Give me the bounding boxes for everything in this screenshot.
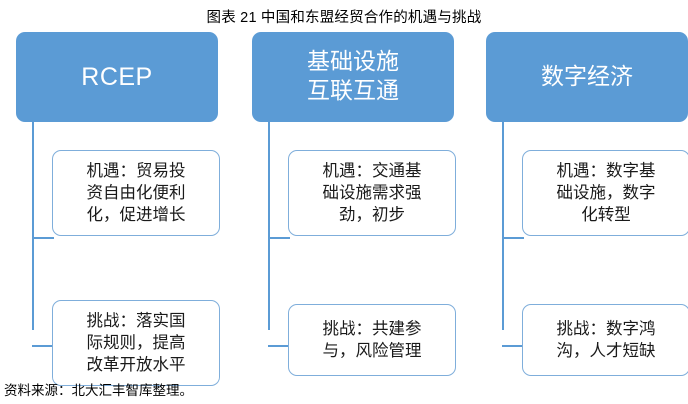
item-box-text: 挑战：数字鸿 沟，人才短缺 xyxy=(556,319,656,360)
diagram-column-infrastructure-connectivity: 基础设施 互联互通 机遇：交通基 础设施需求强 劲，初步 挑战：共建参 与，风险… xyxy=(244,32,464,376)
diagram-column-rcep: RCEP 机遇：贸易投 资自由化便利 化，促进增长 挑战：落实国 际规则，提高 … xyxy=(8,32,228,386)
connector-branch-challenge xyxy=(502,345,524,347)
column-header-rcep[interactable]: RCEP xyxy=(16,32,218,122)
connector-branch-opportunity xyxy=(502,237,524,239)
column-header-infrastructure-connectivity[interactable]: 基础设施 互联互通 xyxy=(252,32,454,122)
diagram-column-digital-economy: 数字经济 机遇：数字基 础设施，数字 化转型 挑战：数字鸿 沟，人才短缺 xyxy=(478,32,688,376)
column-header-label: 基础设施 互联互通 xyxy=(307,49,399,103)
item-box-text: 挑战：共建参 与，风险管理 xyxy=(322,319,422,360)
connector-branch-challenge xyxy=(32,345,54,347)
figure-title: 图表 21 中国和东盟经贸合作的机遇与挑战 xyxy=(206,10,482,26)
org-chart-diagram: RCEP 机遇：贸易投 资自由化便利 化，促进增长 挑战：落实国 际规则，提高 … xyxy=(0,32,688,386)
column-header-label: 数字经济 xyxy=(541,63,633,89)
connector-trunk xyxy=(32,122,34,330)
column-header-digital-economy[interactable]: 数字经济 xyxy=(486,32,688,122)
item-box-challenge[interactable]: 挑战：落实国 际规则，提高 改革开放水平 xyxy=(52,300,220,386)
item-box-opportunity[interactable]: 机遇：数字基 础设施，数字 化转型 xyxy=(522,150,688,236)
item-box-challenge[interactable]: 挑战：共建参 与，风险管理 xyxy=(288,304,456,376)
source-note: 资料来源：北大汇丰智库整理。 xyxy=(4,383,193,398)
item-box-opportunity[interactable]: 机遇：贸易投 资自由化便利 化，促进增长 xyxy=(52,150,220,236)
item-box-opportunity[interactable]: 机遇：交通基 础设施需求强 劲，初步 xyxy=(288,150,456,236)
item-box-text: 机遇：数字基 础设施，数字 化转型 xyxy=(556,161,656,224)
connector-trunk xyxy=(502,122,504,330)
connector-trunk xyxy=(268,122,270,330)
connector-branch-opportunity xyxy=(268,237,290,239)
connector-branch-challenge xyxy=(268,345,290,347)
column-header-label: RCEP xyxy=(81,62,153,91)
item-box-text: 机遇：交通基 础设施需求强 劲，初步 xyxy=(322,161,422,224)
connector-branch-opportunity xyxy=(32,237,54,239)
item-box-text: 挑战：落实国 际规则，提高 改革开放水平 xyxy=(86,311,186,374)
item-box-text: 机遇：贸易投 资自由化便利 化，促进增长 xyxy=(86,161,186,224)
item-box-challenge[interactable]: 挑战：数字鸿 沟，人才短缺 xyxy=(522,304,688,376)
